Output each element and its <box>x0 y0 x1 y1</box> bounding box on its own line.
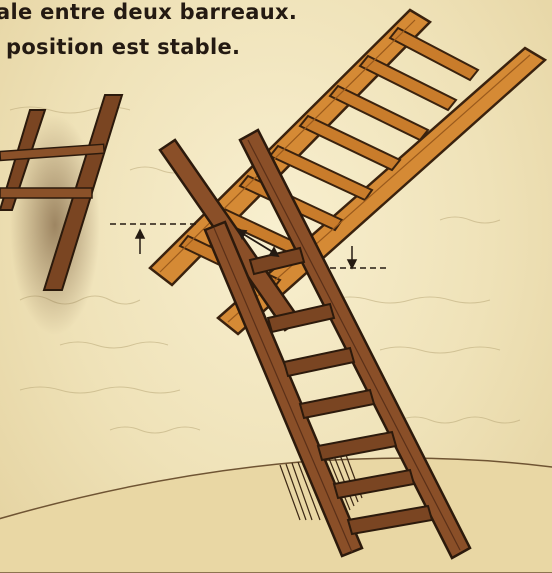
left-ladder-fragment <box>0 95 122 335</box>
up-arrow-icon <box>136 230 144 238</box>
down-arrow-icon <box>348 260 356 268</box>
ground-hill <box>0 455 552 573</box>
gap-measure-right <box>330 246 390 268</box>
caption-line-2: position est stable. <box>6 35 240 59</box>
caption-line-1: ale entre deux barreaux. <box>0 0 297 24</box>
